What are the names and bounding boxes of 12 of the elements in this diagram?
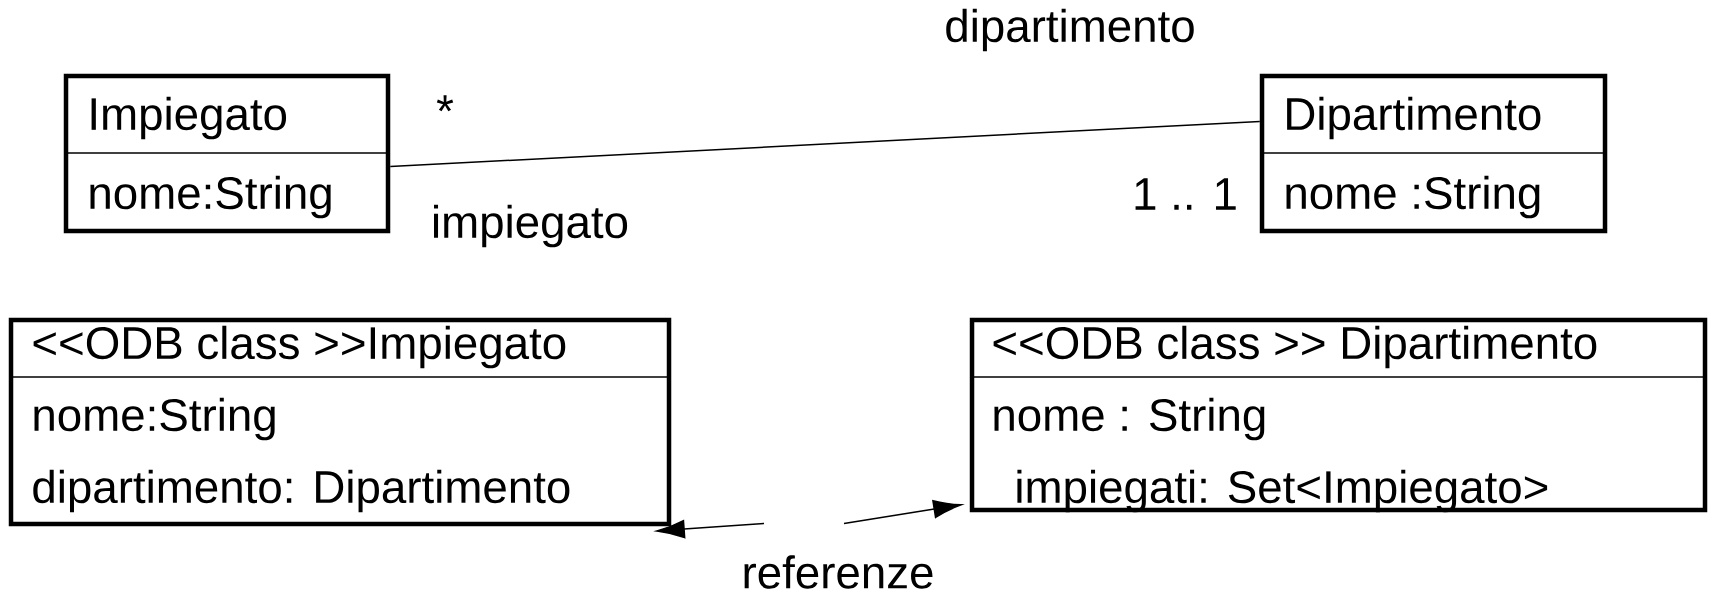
role-label: *	[436, 95, 454, 112]
role-label: dipartimento	[946, 8, 1194, 52]
class-box: <<ODB class >> Dipartimento nome : String impiegati: Set<Impiegato>	[969, 317, 1708, 513]
class-box: <<ODB class >>Impiegato nome:String dipartimento: Dipartimento	[8, 317, 672, 527]
role-label: impiegato	[434, 204, 628, 248]
class-box: Dipartimento nome :String	[1259, 73, 1608, 234]
role-label: 1 .. 1	[1135, 178, 1236, 210]
association-line	[389, 120, 1261, 168]
annotation-text: referenze	[744, 555, 933, 589]
arrow	[843, 499, 962, 525]
class-box: Impiegato nome:String	[63, 73, 391, 234]
arrow	[656, 519, 765, 539]
